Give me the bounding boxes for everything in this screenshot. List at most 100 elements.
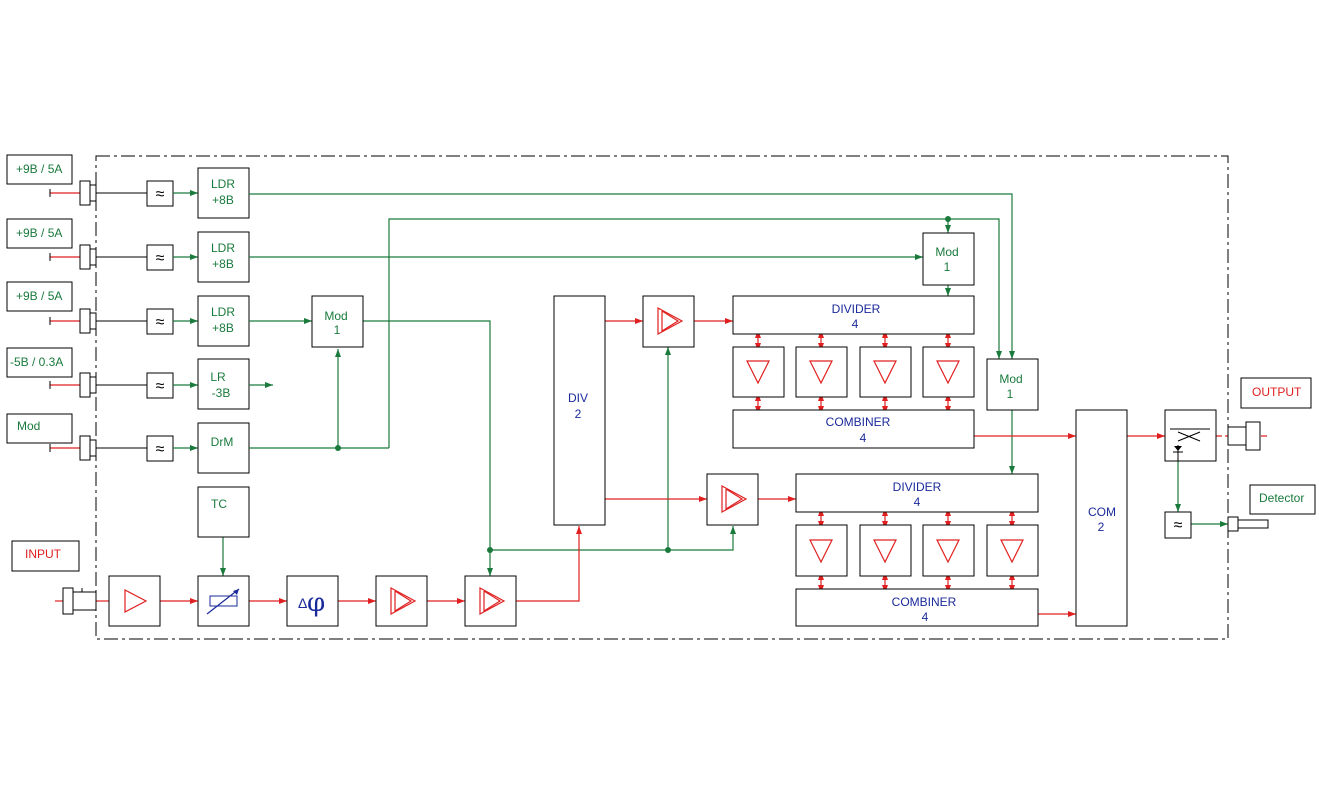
driver-amp-upper — [642, 295, 695, 348]
regulator-line1: LDR — [211, 305, 235, 319]
detector-diode-icon — [1174, 446, 1182, 451]
filter-symbol: ≈ — [156, 441, 165, 458]
phase-shifter-block — [286, 575, 339, 627]
amp-row-upper — [732, 346, 975, 398]
supply-row-1: +9В / 5А ≈ LDR +8В — [6, 154, 250, 219]
module-enclosure — [95, 155, 1229, 640]
amplifier-block — [922, 524, 975, 577]
divider-index: 4 — [914, 495, 921, 509]
combiner-label: COMBINER — [826, 415, 891, 429]
amplifier-triangle-icon — [873, 360, 897, 385]
supply-label: +9В / 5А — [16, 226, 62, 240]
supply-row-2: +9В / 5А ≈ LDR +8В — [6, 218, 250, 283]
filter-symbol: ≈ — [156, 378, 165, 395]
ldr-regulator — [197, 231, 250, 283]
combiner-index: 4 — [860, 431, 867, 445]
mod-index: 1 — [944, 260, 951, 274]
regulator-line2: +8В — [212, 193, 234, 207]
supply-label-box — [6, 154, 73, 185]
output-label-box — [1240, 377, 1312, 409]
input-connector[interactable] — [62, 587, 97, 615]
double-amplifier-icon — [721, 484, 748, 514]
com2-label: COM — [1088, 505, 1116, 519]
supply-label: +9В / 5А — [16, 289, 62, 303]
combiner-bottom-block — [795, 588, 1039, 627]
connector[interactable] — [79, 372, 91, 398]
tc-block — [197, 486, 250, 538]
connector[interactable] — [79, 244, 91, 270]
filter-box — [146, 372, 174, 399]
divider-top-block — [732, 295, 975, 335]
output-label: OUTPUT — [1252, 385, 1302, 399]
supply-row-4: -5В / 0.3А ≈ LR -3В — [6, 347, 273, 410]
detector-label: Detector — [1259, 491, 1304, 505]
divider-index: 4 — [852, 317, 859, 331]
mod-right-block — [986, 358, 1039, 411]
detector-connector[interactable] — [1227, 516, 1269, 532]
amplifier-block — [922, 346, 975, 398]
filter-symbol: ≈ — [156, 186, 165, 203]
input-label-box — [11, 540, 80, 572]
supply-label: +9В / 5А — [16, 162, 62, 176]
drm-driver — [197, 422, 250, 474]
divider-bottom-block — [795, 473, 1039, 513]
double-amplifier-icon — [390, 586, 417, 616]
supply-label: Mod — [17, 419, 40, 433]
mod-left-block — [311, 295, 364, 348]
input-amplifier — [108, 575, 161, 627]
regulator-line2: +8В — [212, 321, 234, 335]
double-amplifier-icon — [657, 306, 684, 336]
lr-regulator — [197, 358, 250, 410]
supply-label: -5В / 0.3А — [10, 355, 63, 369]
amplifier-triangle-icon — [809, 360, 833, 385]
mod-index: 1 — [1007, 387, 1014, 401]
double-amplifier-icon — [479, 586, 506, 616]
amplifier-triangle-icon — [936, 539, 960, 564]
amplifier-triangle-icon — [809, 539, 833, 564]
detector-filter — [1164, 511, 1192, 539]
tc-label: TC — [211, 497, 227, 511]
input-label: INPUT — [25, 547, 62, 561]
regulator-line1: LDR — [211, 177, 235, 191]
phase-phi: φ — [307, 588, 325, 618]
filter-box — [146, 244, 174, 271]
filter-box — [146, 435, 174, 462]
regulator-line1: LDR — [211, 241, 235, 255]
pre-amp-1 — [375, 575, 428, 627]
amplifier-triangle-icon — [124, 589, 148, 613]
detector-label-box — [1249, 484, 1316, 515]
connector[interactable] — [79, 435, 91, 461]
div2-label: DIV — [568, 391, 588, 405]
amp-row-lower — [795, 524, 1039, 577]
attenuator-icon — [209, 595, 238, 607]
mod-top-block — [922, 232, 975, 286]
filter-box — [146, 180, 174, 207]
connector[interactable] — [79, 180, 91, 206]
amplifier-triangle-icon — [746, 360, 770, 385]
regulator-line1: DrM — [211, 435, 234, 449]
com2-block — [1075, 409, 1128, 627]
amplifier-triangle-icon — [936, 360, 960, 385]
output-connector[interactable] — [1227, 421, 1261, 451]
regulator-line2: +8В — [212, 257, 234, 271]
supply-row-5: Mod ≈ DrM — [6, 413, 250, 474]
com2-index: 2 — [1098, 520, 1105, 534]
filter-symbol: ≈ — [1174, 517, 1183, 534]
regulator-line2: -3В — [212, 386, 231, 400]
amplifier-block — [795, 346, 848, 398]
supply-row-3: +9В / 5А ≈ LDR +8В — [6, 281, 250, 347]
rf-wiring — [55, 318, 1270, 617]
ldr-regulator — [197, 167, 250, 219]
divider-label: DIVIDER — [832, 302, 881, 316]
connector[interactable] — [79, 308, 91, 334]
regulator-line1: LR — [210, 370, 226, 384]
amplifier-triangle-icon — [873, 539, 897, 564]
div2-block — [553, 295, 606, 526]
driver-amp-lower — [706, 473, 759, 526]
amplifier-block — [859, 524, 912, 577]
control-wiring — [220, 193, 1228, 576]
phase-delta: Δ — [298, 595, 307, 611]
div2-index: 2 — [575, 407, 582, 421]
combiner-top-block — [732, 409, 975, 449]
mod-label: Mod — [324, 309, 347, 323]
